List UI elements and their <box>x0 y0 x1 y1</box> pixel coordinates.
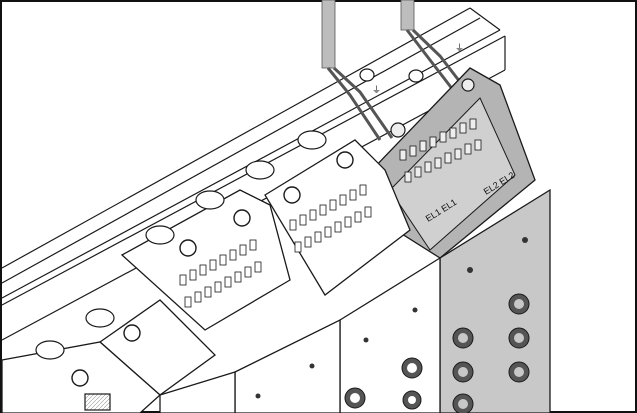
rj45-port <box>84 393 111 411</box>
ground-screw <box>359 68 424 83</box>
module-2 <box>120 189 341 413</box>
ground-symbol-2: ⏚ <box>455 43 464 53</box>
module-1 <box>1 299 236 413</box>
module-3 <box>264 139 441 413</box>
ground-symbol-1: ⏚ <box>372 85 381 95</box>
mounting-cylinders <box>35 130 327 360</box>
